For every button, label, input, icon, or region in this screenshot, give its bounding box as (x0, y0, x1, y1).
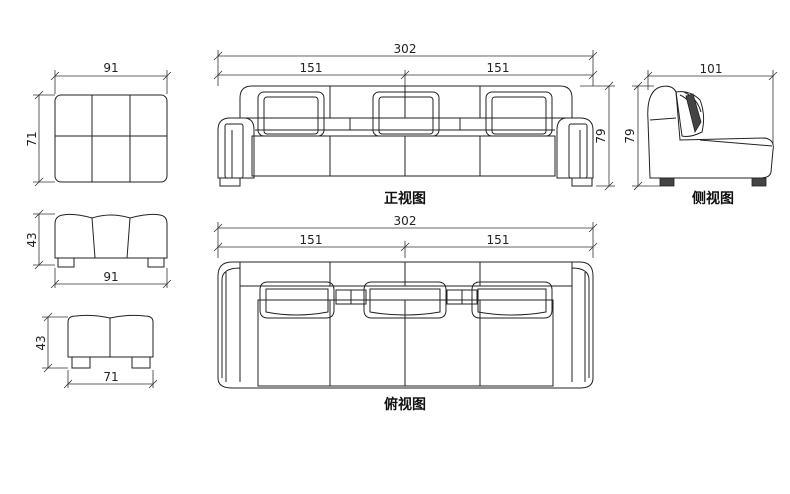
dim-ottoman-front-width: 91 (103, 270, 118, 284)
stool-view: 43 71 (34, 312, 158, 389)
dim-top-total: 302 (394, 214, 417, 228)
ottoman-front-view: 43 91 (25, 209, 172, 289)
side-view-label: 侧视图 (692, 190, 734, 207)
dim-ottoman-top-depth: 71 (25, 131, 39, 146)
dim-side-depth: 101 (700, 62, 723, 76)
front-view-label: 正视图 (384, 190, 426, 207)
dim-top-left-half: 151 (300, 233, 323, 247)
top-view-label: 俯视图 (384, 396, 426, 413)
dim-front-total: 302 (394, 42, 417, 56)
dim-ottoman-top-width: 91 (103, 61, 118, 75)
dim-front-height: 79 (594, 128, 608, 143)
ottoman-top-view: 91 71 (25, 61, 172, 187)
dim-stool-width: 71 (103, 370, 118, 384)
sofa-top-view: 302 151 151 俯视图 (213, 214, 598, 413)
dim-top-right-half: 151 (487, 233, 510, 247)
dim-front-left-half: 151 (300, 61, 323, 75)
dim-front-right-half: 151 (487, 61, 510, 75)
dim-ottoman-front-height: 43 (25, 232, 39, 247)
sofa-side-view: 101 79 侧视图 (623, 62, 778, 207)
dim-side-height: 79 (623, 128, 637, 143)
sofa-front-view: 302 151 151 79 (213, 42, 615, 207)
dim-stool-height: 43 (34, 335, 48, 350)
